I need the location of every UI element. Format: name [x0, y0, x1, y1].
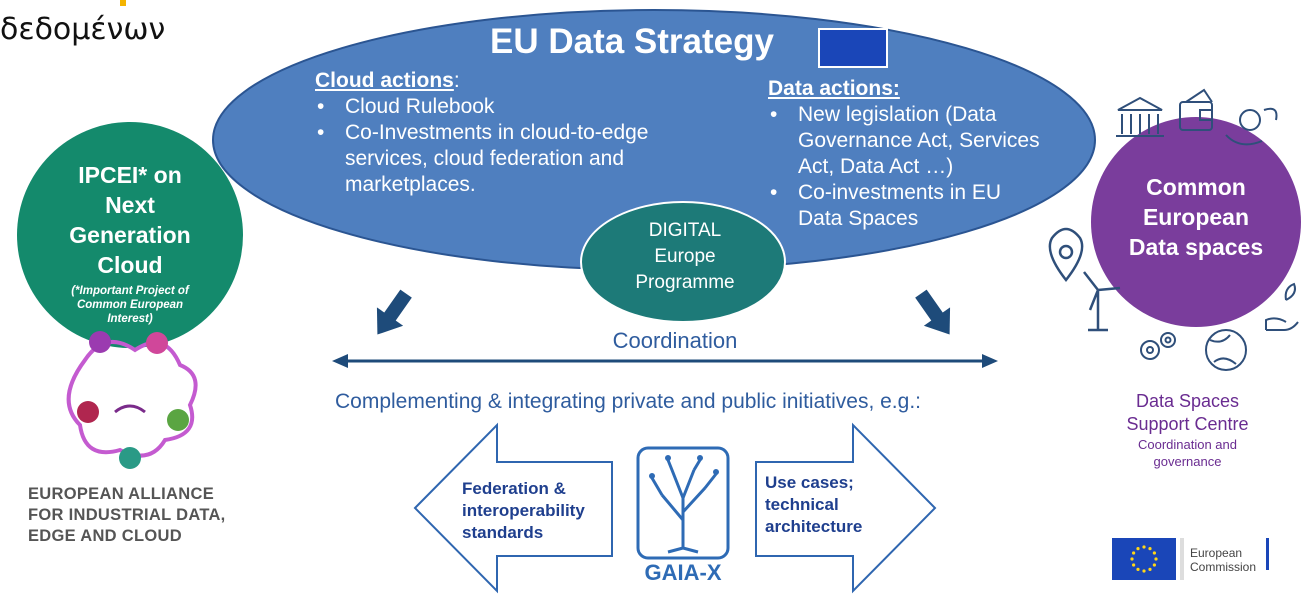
- wind-turbine-icon: [1083, 271, 1121, 332]
- data-action-item: Co-investments in EU Data Spaces: [770, 180, 1038, 232]
- globe-leaf-icon: [1205, 329, 1247, 371]
- left-arrow-line: standards: [462, 523, 544, 542]
- right-arrow-label: Use cases; technical architecture: [765, 472, 862, 538]
- gaia-x-label: GAIA-X: [644, 560, 722, 585]
- ipcei-title-line: Generation: [69, 222, 191, 248]
- ec-logo-line: European: [1190, 546, 1243, 560]
- dssc-title-line: Data Spaces: [1135, 391, 1240, 411]
- ipcei-note-line: (*Important Project of: [71, 285, 189, 297]
- cloud-actions-colon: :: [453, 69, 460, 92]
- cloud-action-item: Cloud Rulebook: [317, 94, 705, 120]
- alliance-line: FOR INDUSTRIAL DATA,: [28, 506, 226, 524]
- digital-line: Programme: [635, 272, 735, 293]
- dssc-title-line: Support Centre: [1126, 414, 1249, 434]
- digital-europe-label: DIGITAL Europe Programme: [610, 218, 760, 296]
- alliance-line: EUROPEAN ALLIANCE: [28, 485, 214, 503]
- data-action-item: New legislation (Data Governance Act, Se…: [770, 102, 1068, 180]
- common-data-spaces-circle: [1091, 117, 1301, 327]
- eu-flag-icon: [818, 28, 888, 68]
- ipcei-label: IPCEI* on Next Generation Cloud (*Import…: [30, 160, 230, 326]
- european-alliance-logo-icon: [66, 331, 198, 469]
- common-title-line: Common: [1146, 174, 1246, 200]
- ipcei-title-line: Next: [105, 192, 155, 218]
- cloud-action-item: Co-Investments in cloud-to-edge services…: [317, 120, 705, 198]
- eu-star: [1136, 567, 1140, 571]
- ipcei-note: (*Important Project of Common European I…: [30, 284, 230, 326]
- dssc-sub-line: governance: [1153, 454, 1222, 469]
- hands-heart-icon: [1225, 107, 1278, 146]
- common-data-spaces-label: Common European Data spaces: [1096, 172, 1296, 262]
- ipcei-title-line: IPCEI* on: [78, 162, 182, 188]
- ec-logo-line: Commission: [1190, 560, 1257, 574]
- location-pin-icon: [1048, 227, 1084, 283]
- eu-star: [1148, 567, 1152, 571]
- data-actions-heading: Data actions:: [768, 77, 900, 100]
- european-alliance-label: EUROPEAN ALLIANCE FOR INDUSTRIAL DATA, E…: [28, 484, 226, 547]
- left-arrow-label: Federation & interoperability standards: [462, 478, 585, 544]
- dssc-label: Data Spaces Support Centre Coordination …: [1100, 390, 1275, 470]
- alliance-line: EDGE AND CLOUD: [28, 527, 182, 545]
- header-accent-mark: [120, 0, 126, 6]
- eu-star: [1132, 563, 1136, 567]
- ec-logo-flag: [1112, 538, 1269, 580]
- right-block-arrow: [755, 422, 937, 594]
- hand-plant-icon: [1265, 282, 1299, 331]
- cloud-actions-heading: Cloud actions: [315, 69, 454, 92]
- eu-star: [1130, 557, 1134, 561]
- eu-star: [1142, 569, 1146, 573]
- strategy-title: EU Data Strategy: [490, 22, 774, 61]
- complementing-text: Complementing & integrating private and …: [335, 390, 921, 413]
- left-arrow-line: Federation &: [462, 479, 566, 498]
- left-arrow-line: interoperability: [462, 501, 585, 520]
- eu-star: [1132, 551, 1136, 555]
- wallet-icon: [1179, 88, 1213, 131]
- right-arrow-line: architecture: [765, 517, 863, 536]
- right-arrow-line: technical: [765, 495, 839, 514]
- ipcei-circle: [17, 122, 243, 348]
- data-actions-block: Data actions: New legislation (Data Gove…: [768, 76, 1068, 232]
- cloud-actions-block: Cloud actions: Cloud Rulebook Co-Investm…: [315, 68, 705, 198]
- eu-star: [1148, 547, 1152, 551]
- digital-europe-ellipse: [580, 201, 786, 323]
- eu-star: [1152, 563, 1156, 567]
- header-partial-text: δεδομένων: [0, 12, 166, 47]
- gaia-x-tree-icon: [636, 446, 730, 560]
- down-left-arrow-icon: [376, 289, 412, 335]
- gears-icon: [1140, 332, 1176, 360]
- eu-star: [1154, 557, 1158, 561]
- common-title-line: Data spaces: [1128, 234, 1264, 260]
- ipcei-note-line: Common European: [76, 299, 184, 311]
- eu-star: [1142, 545, 1146, 549]
- dssc-sub-line: Coordination and: [1137, 437, 1238, 452]
- digital-line: Europe: [654, 246, 716, 267]
- eu-star: [1152, 551, 1156, 555]
- ipcei-note-line: Interest): [107, 313, 153, 325]
- building-icon: [1116, 96, 1164, 137]
- common-title-line: European: [1142, 204, 1250, 230]
- coordination-label: Coordination: [612, 328, 738, 353]
- down-right-arrow-icon: [915, 289, 951, 335]
- left-block-arrow: [413, 422, 613, 594]
- eu-star: [1136, 547, 1140, 551]
- right-arrow-line: Use cases;: [765, 473, 854, 492]
- coordination-double-arrow-icon: [332, 354, 998, 368]
- ec-logo-text: European Commission: [1190, 546, 1256, 574]
- digital-line: DIGITAL: [648, 220, 722, 241]
- ipcei-title-line: Cloud: [97, 252, 163, 278]
